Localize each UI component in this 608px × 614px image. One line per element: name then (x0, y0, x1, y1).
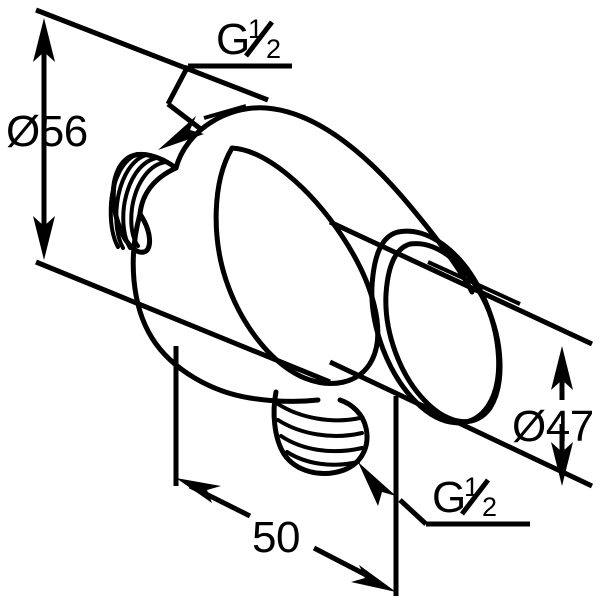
main-body-top-outline (173, 105, 475, 295)
thread-top-prefix: G (216, 15, 250, 64)
dia56-arrowhead-top (33, 18, 55, 62)
thread-callout-bottom: G 1 2 (426, 472, 530, 527)
dia47-extension-upper (328, 219, 594, 347)
thread-top-denominator: 2 (266, 34, 281, 64)
dia56-arrowhead-bottom (33, 216, 55, 260)
thread-top-arrowhead (158, 116, 204, 150)
dimension-label-len50: 50 (252, 513, 300, 562)
dia47-extension-lower (328, 359, 594, 489)
outlet-thread-ridges (276, 402, 364, 467)
thread-callout-leaders (158, 64, 428, 526)
thread-bottom-prefix: G (432, 473, 466, 522)
dia47-arrowhead-bottom (551, 442, 573, 486)
part-geometry (108, 105, 503, 476)
len50-arrowhead-right (351, 565, 396, 592)
leader-detail-lines (427, 260, 521, 306)
dia56-extension-upper (35, 7, 269, 103)
collar-ring-outline (213, 145, 381, 386)
thread-bottom-denominator: 2 (482, 492, 497, 522)
thread-bottom-leader-line (398, 498, 428, 526)
thread-callout-top: G 1 2 (188, 14, 292, 69)
dimension-label-dia56: Ø56 (6, 107, 88, 156)
thread-top-leader-line (165, 64, 191, 106)
thread-top-fraction-bar (244, 20, 274, 58)
dimension-lines (33, 7, 594, 596)
front-face-pointer (427, 260, 521, 306)
thread-bottom-fraction-bar (460, 478, 490, 516)
outlet-port-outline (271, 389, 370, 476)
len50-arrowhead-left (176, 478, 221, 503)
len50-leader-right (312, 545, 374, 581)
dia56-extension-lower (35, 259, 331, 385)
dia47-arrowhead-top (551, 346, 573, 390)
inlet-thread-ridges (108, 152, 168, 250)
thread-top-leader-line2 (166, 102, 204, 132)
thread-bottom-arrowhead (358, 462, 396, 506)
main-body-bottom-outline (130, 211, 321, 404)
dimension-label-dia47: Ø47 (512, 402, 594, 451)
main-body-back-cap (137, 165, 179, 217)
thread-top-leader-secondary (203, 104, 247, 120)
